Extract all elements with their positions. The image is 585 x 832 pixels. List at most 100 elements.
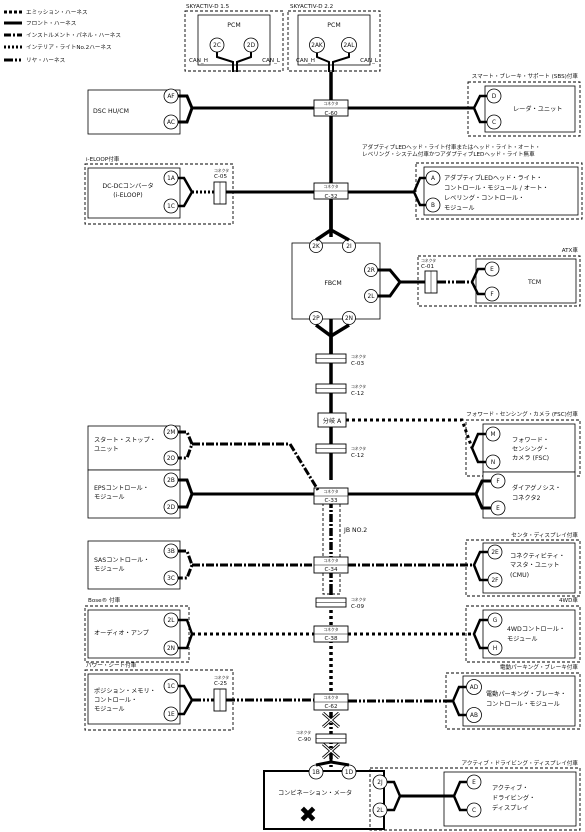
connector-word: コネクタ — [351, 446, 366, 451]
legend-label: フロント・ハーネス — [26, 20, 77, 27]
connector-word: コネクタ — [323, 627, 338, 632]
junction-label: 分岐 A — [323, 417, 342, 425]
pin-label: AB — [470, 713, 478, 719]
connector-c09: C-09 — [351, 604, 364, 610]
termination-mark — [322, 711, 340, 729]
module-label: センシング・ — [512, 445, 549, 453]
radar-unit: スマート・ブレーキ・サポート (SBS)付車 レーダ・ユニット D C — [348, 72, 581, 137]
pin-label: 2B — [167, 478, 175, 484]
pin-label: 2AL — [344, 43, 356, 49]
pin-label: C — [472, 808, 476, 814]
pin-label: 2L — [377, 808, 385, 814]
pin-label: 2O — [167, 456, 176, 462]
pin-label: M — [490, 432, 495, 438]
pin-label: N — [491, 460, 495, 466]
module-caption: ATX車 — [562, 246, 579, 254]
module-label: カメラ (FSC) — [512, 455, 549, 462]
can-h-label: CAN_H — [189, 58, 208, 64]
pin-label: F — [496, 479, 499, 485]
pin-label: 2M — [167, 430, 176, 436]
pin-label: 2N — [345, 316, 353, 322]
pin-label: 2P — [312, 316, 320, 322]
active-driving-display: アクティブ・ドライビング・ディスプレイ付車 アクティブ・ ドライビング・ ディス… — [369, 759, 581, 831]
audio-amp: Bose® 付車 オーディオ・アンプ 2L 2N — [84, 596, 314, 663]
close-mark-icon: ✖ — [299, 803, 317, 828]
pin-label: C — [492, 120, 496, 126]
pin-label: 2F — [491, 578, 498, 584]
connector-c01: C-01 — [421, 264, 434, 270]
cmu-module: センタ・ディスプレイ付車 コネクティビティ・ マスタ・ユニット (CMU) 2E… — [348, 531, 581, 597]
position-memory-module: パワー・シート付車 ポジション・メモリ・コントロール・モジュール 1C 1E コ… — [84, 661, 314, 731]
pin-label: 1E — [167, 712, 175, 718]
module-caption: 4WD車 — [559, 596, 578, 604]
connector-c12a: C-12 — [351, 391, 364, 397]
fbcm-label: FBCM — [324, 280, 341, 287]
pcm-variant-1: SKYACTIV-D 1.5 PCM 2C 2D CAN_H CAN_L — [184, 4, 284, 72]
module-caption: センタ・ディスプレイ付車 — [511, 531, 578, 539]
pin-label: 2I — [346, 244, 352, 250]
connector-c34: C-34 — [324, 567, 337, 573]
module-label: DSC HU/CM — [93, 108, 129, 115]
legend-label: リヤ・ハーネス — [26, 57, 66, 64]
pin-label: 2J — [377, 780, 383, 786]
module-label: フォワード・ — [512, 437, 549, 444]
module-caption: パワー・シート付車 — [86, 661, 137, 669]
connector-c38: C-38 — [324, 636, 337, 642]
module-label: アダプティブLEDヘッド・ライト・ — [444, 174, 542, 182]
legend-label: エミッション・ハーネス — [26, 9, 88, 16]
pin-label: 1A — [167, 176, 175, 182]
pin-label: 1B — [312, 770, 320, 776]
connector-c60: C-60 — [324, 111, 337, 117]
connector-word: コネクタ — [421, 258, 436, 263]
can-l-label: CAN_L — [360, 58, 379, 64]
pin-label: E — [490, 267, 494, 273]
connector-word: コネクタ — [296, 730, 311, 735]
can-h-label: CAN_H — [296, 58, 315, 64]
module-label: アクティブ・ — [492, 784, 528, 792]
module-label: DC-DCコンバータ(i-ELOOP) — [102, 182, 153, 199]
fbcm-module: FBCM 2K 2I 2R 2L 2P 2N — [291, 200, 381, 354]
module-caption: アダプティブLEDヘッド・ライト付車またはヘッド・ライト・オート・ — [362, 143, 540, 151]
connector-word: コネクタ — [214, 168, 229, 173]
module-label: ポジション・メモリ・コントロール・モジュール — [94, 687, 156, 713]
jb-no2: JB NO.2 — [322, 495, 367, 595]
termination-mark — [322, 742, 340, 760]
fsc-camera: フォワード・センシング・カメラ (FSC)付車 フォワード・ センシング・ カメ… — [346, 410, 581, 477]
module-label: モジュール — [507, 636, 538, 643]
pcm-variant-2: SKYACTIV-D 2.2 PCM 2AK 2AL CAN_H CAN_L — [287, 4, 381, 72]
connector-word: コネクタ — [323, 695, 338, 700]
module-label: ディスプレイ — [492, 804, 529, 812]
pin-label: 2L — [168, 618, 176, 624]
module-caption: 電動パーキング・ブレーキ付車 — [500, 663, 579, 671]
module-label: TCM — [527, 279, 541, 286]
pin-label: 2D — [167, 505, 176, 511]
module-label: レベリング・コントロール・ — [444, 194, 524, 202]
epb-module: 電動パーキング・ブレーキ付車 電動パーキング・ブレーキ・ コントロール・モジュー… — [348, 663, 581, 730]
module-label: スタート・ストップ・ユニット — [94, 436, 156, 453]
combination-meter: コンビネーション・メータ ✖ 1B 1D 2J 2L — [263, 758, 388, 830]
connector-c12b: C-12 — [351, 453, 364, 459]
module-label: コネクタ2 — [512, 494, 541, 502]
eps-control-module: EPSコントロール・モジュール 2B 2D — [87, 469, 314, 519]
tcm-module: ATX車 TCM E F コネクタ C-01 — [378, 246, 581, 307]
pin-label: 2L — [368, 294, 376, 300]
pin-label: 2N — [167, 646, 175, 652]
dc-dc-converter: i-ELOOP付車 DC-DCコンバータ(i-ELOOP) 1A 1C コネクタ… — [84, 155, 314, 225]
connector-word: コネクタ — [214, 675, 229, 680]
pcm-label: PCM — [227, 22, 240, 29]
connector-word: コネクタ — [351, 384, 366, 389]
connector-c62: C-62 — [324, 704, 337, 710]
module-caption: レベリング・システム付車かつアダプティブLEDヘッド・ライト無車 — [362, 150, 535, 158]
connector-c05: C-05 — [214, 174, 227, 180]
module-label: コントロール・モジュール / オート・ — [444, 185, 549, 192]
connector-word: コネクタ — [323, 101, 338, 106]
connector-word: コネクタ — [323, 489, 338, 494]
module-label: マスタ・ユニット — [510, 561, 560, 569]
legend-label: インテリア・ライトNo.2ハーネス — [26, 44, 112, 51]
pin-label: 3C — [167, 576, 175, 582]
sas-control-module: SASコントロール・モジュール 3B 3C — [87, 540, 314, 590]
connector-c90: C-90 — [298, 737, 311, 743]
connector-word: コネクタ — [351, 354, 366, 359]
pin-label: 2E — [491, 550, 499, 556]
variant-caption: SKYACTIV-D 2.2 — [290, 4, 333, 10]
